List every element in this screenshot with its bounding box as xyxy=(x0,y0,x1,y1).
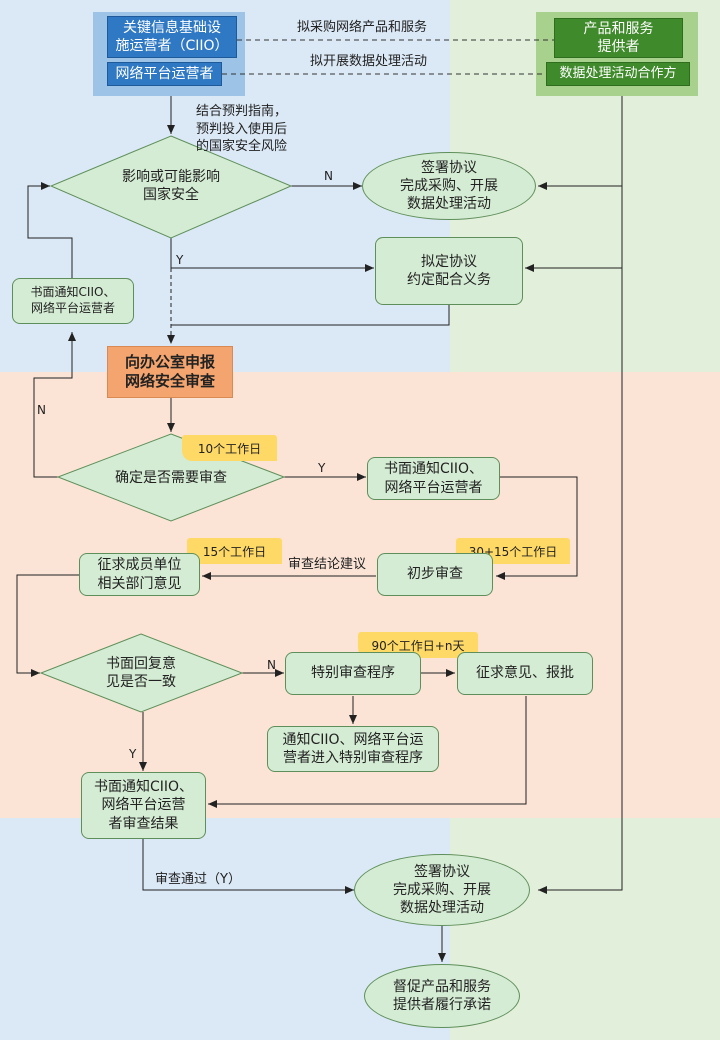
n1-label: N xyxy=(324,169,333,183)
n2-label: N xyxy=(37,403,46,417)
conclusion-label: 审查结论建议 xyxy=(288,557,367,572)
provider-to-sign2 xyxy=(538,96,623,894)
solicit2-to-result xyxy=(208,696,527,808)
solicit2-box: 征求意见、报批 xyxy=(457,652,593,695)
purchase-label: 拟采购网络产品和服务 xyxy=(297,20,428,35)
y3-label: Y xyxy=(129,747,137,761)
provider-box: 产品和服务 提供者 xyxy=(554,18,683,58)
solicit-to-decision3 xyxy=(16,574,79,677)
notify-left-box: 书面通知CIIO、 网络平台运营者 xyxy=(12,278,134,324)
sign1-ellipse: 签署协议 完成采购、开展 数据处理活动 xyxy=(362,152,536,220)
decision1-text: 影响或可能影响 国家安全 xyxy=(122,168,220,203)
decision2-text: 确定是否需要审查 xyxy=(115,469,227,486)
platform-box: 网络平台运营者 xyxy=(107,62,222,86)
pass-label: 审查通过（Y） xyxy=(155,872,241,887)
urge-ellipse: 督促产品和服务 提供者履行承诺 xyxy=(364,964,520,1028)
notify-result-box: 书面通知CIIO、 网络平台运营 者审查结果 xyxy=(81,772,206,839)
decision1-y xyxy=(170,238,374,272)
solicit-box: 征求成员单位 相关部门意见 xyxy=(79,553,200,596)
notify-right-box: 书面通知CIIO、 网络平台运营者 xyxy=(367,457,500,500)
partner-box: 数据处理活动合作方 xyxy=(546,62,690,86)
decision1-shape xyxy=(49,135,293,239)
agreement-box: 拟定协议 约定配合义务 xyxy=(375,237,523,305)
result-to-sign2 xyxy=(142,839,354,894)
y1-label: Y xyxy=(176,253,184,267)
decision3-shape xyxy=(39,633,244,713)
decision3-text: 书面回复意 见是否一致 xyxy=(106,655,176,690)
assess-note: 结合预判指南， 预判投入使用后 的国家安全风险 xyxy=(196,104,288,155)
notify-right-to-initial xyxy=(496,476,578,580)
apply-box: 向办公室申报 网络安全审查 xyxy=(107,346,233,398)
agreement-to-apply xyxy=(171,305,450,326)
notify-left-to-decision1 xyxy=(27,182,73,278)
data-activity-label: 拟开展数据处理活动 xyxy=(310,54,428,69)
notify-special-box: 通知CIIO、网络平台运 营者进入特别审查程序 xyxy=(267,726,439,772)
ciio-box: 关键信息基础设 施运营者（CIIO） xyxy=(107,16,237,58)
tag-10-days: 10个工作日 xyxy=(182,435,277,461)
tag-15-days: 15个工作日 xyxy=(187,538,282,564)
special-box: 特别审查程序 xyxy=(285,652,421,695)
sign2-ellipse: 签署协议 完成采购、开展 数据处理活动 xyxy=(354,854,530,926)
y2-label: Y xyxy=(318,461,326,475)
initial-box: 初步审查 xyxy=(377,553,493,596)
decision2-n xyxy=(33,332,76,478)
n3-label: N xyxy=(267,658,276,672)
